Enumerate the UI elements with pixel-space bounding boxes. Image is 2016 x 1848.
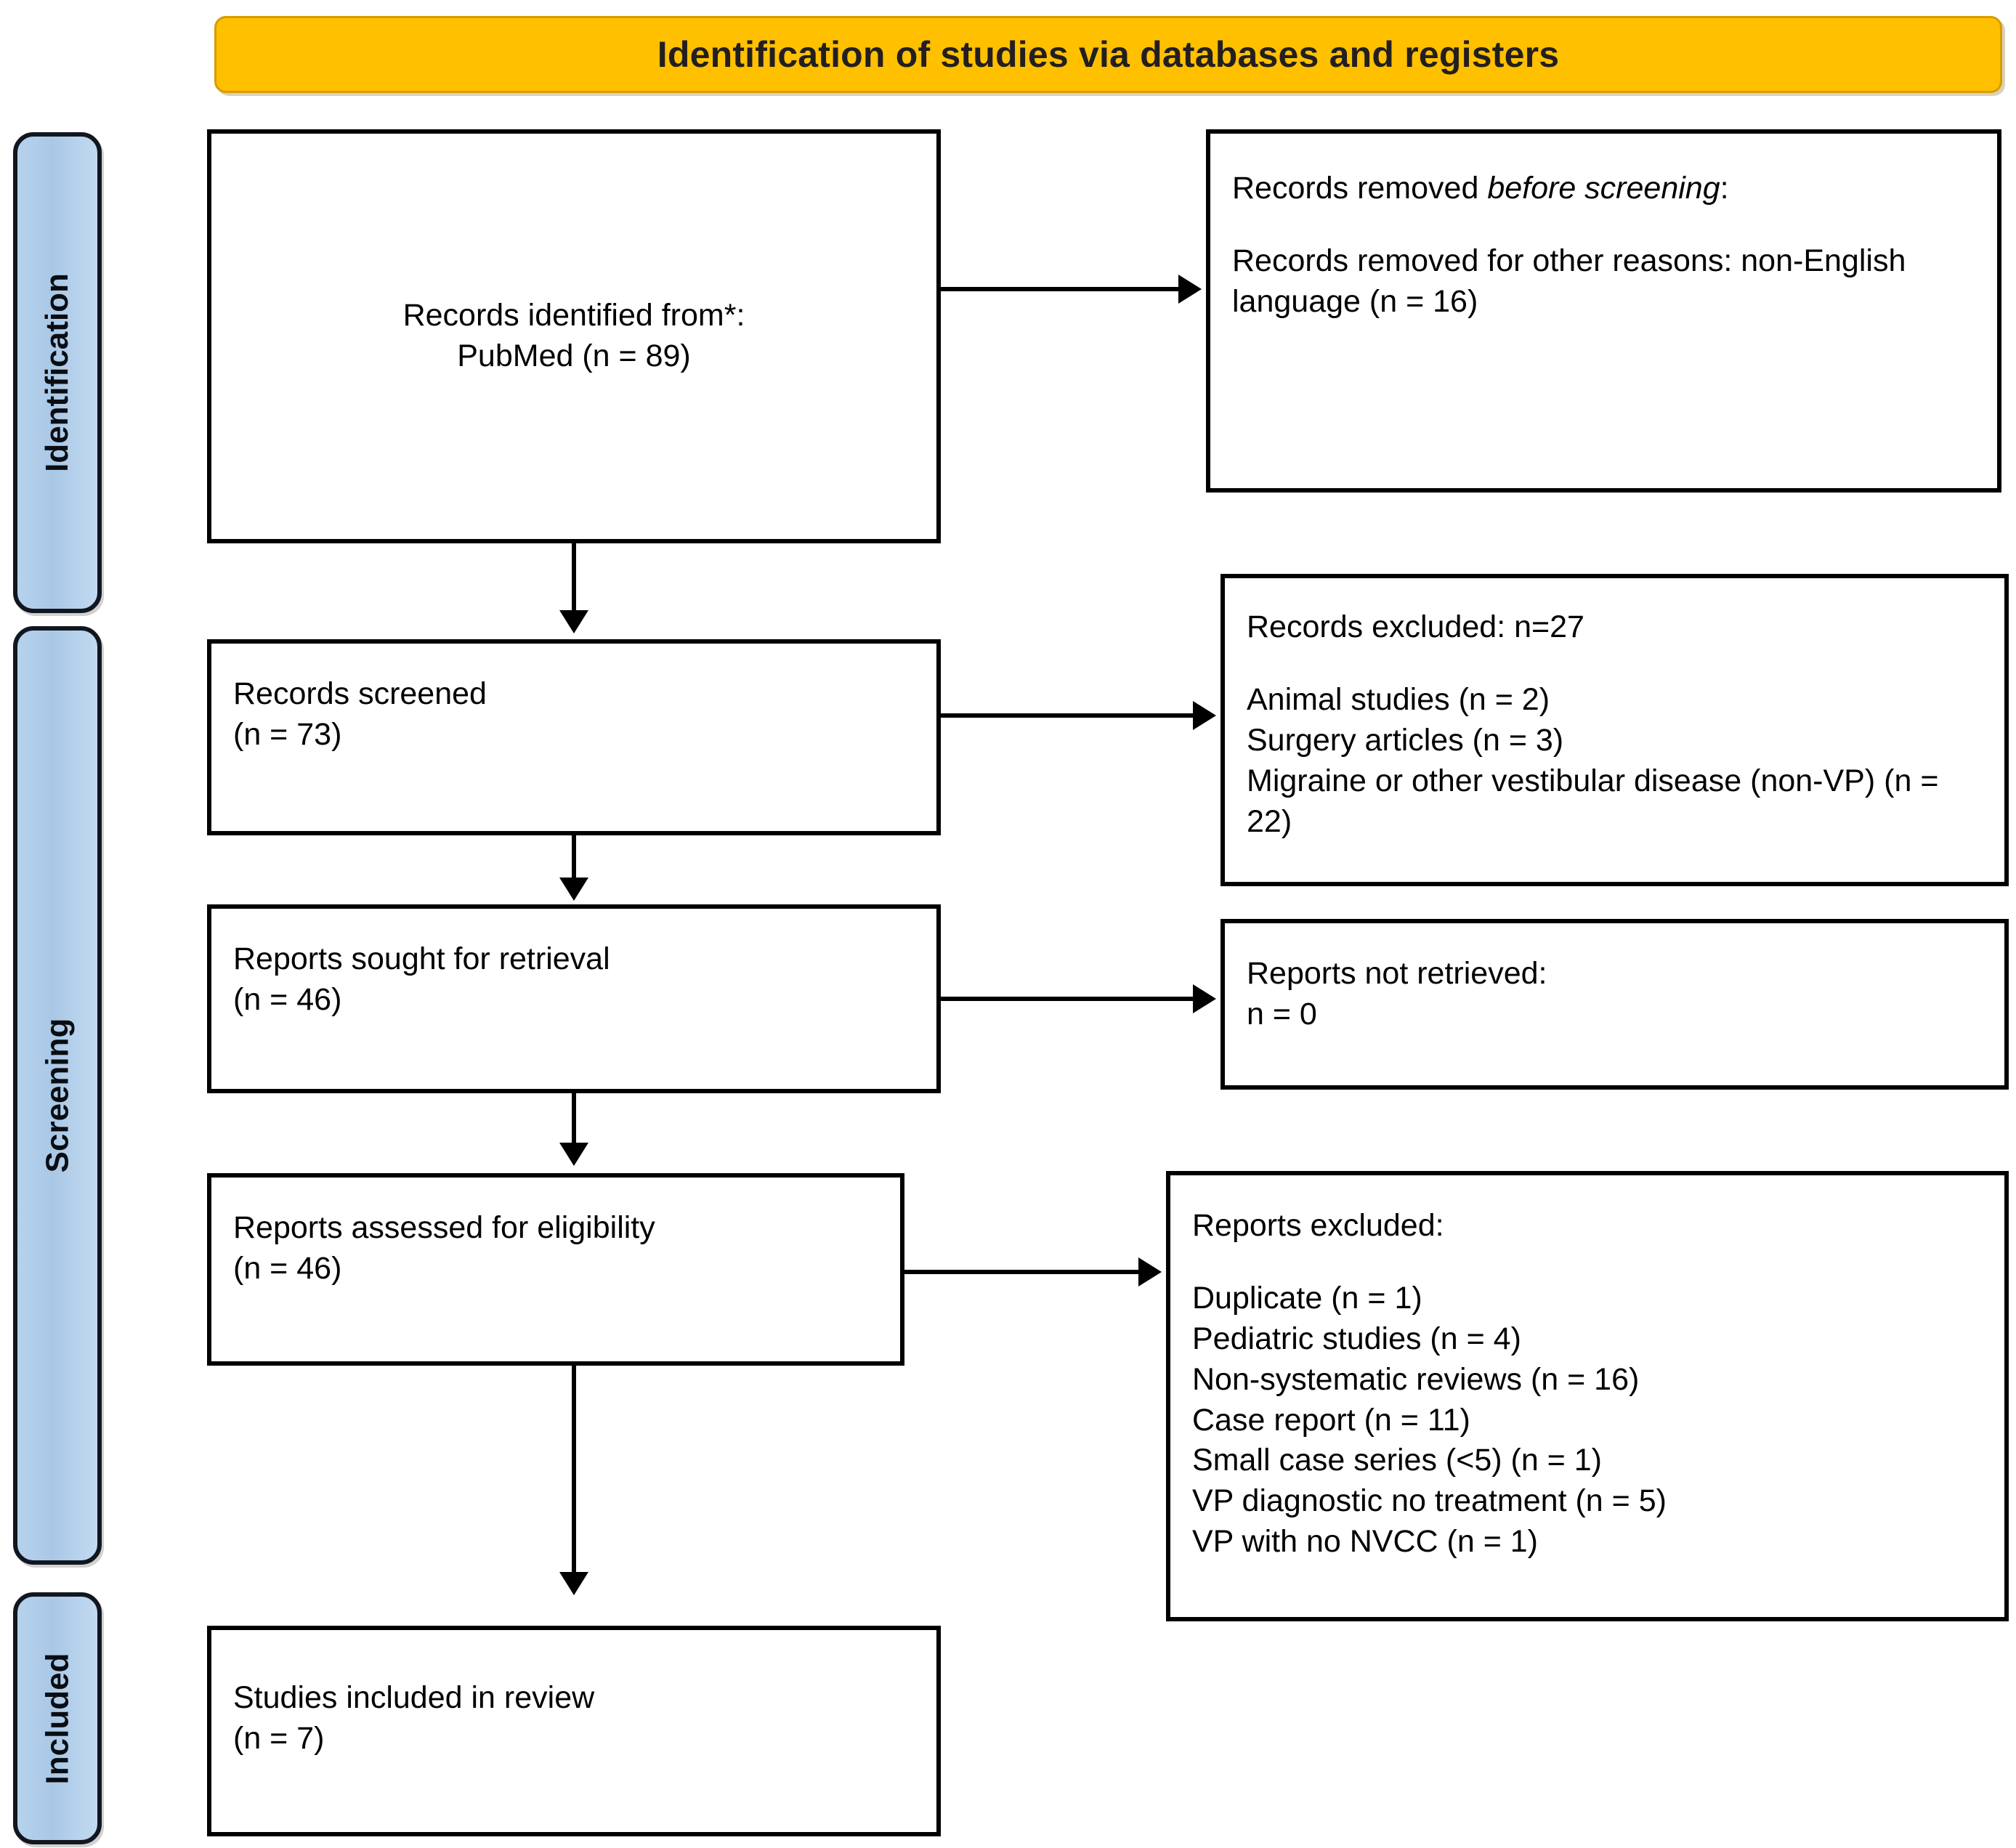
connector-assessed-to-excluded-line (904, 1270, 1141, 1274)
reports-excluded-heading: Reports excluded: (1192, 1208, 1444, 1243)
records-excluded-item: Animal studies (n = 2) (1247, 681, 1550, 717)
stage-label-identification: Identification (13, 132, 102, 613)
connector-sought-to-assessed-arrowhead (559, 1143, 588, 1166)
connector-identified-to-removed-line (941, 287, 1181, 291)
connector-sought-to-assessed-line (572, 1093, 576, 1146)
reports-assessed-line1: Reports assessed for eligibility (233, 1210, 655, 1245)
stage-label-identification-text: Identification (39, 273, 75, 472)
node-records-removed-before-screening-text: Records removed before screening: Record… (1232, 169, 1975, 323)
node-records-excluded-text: Records excluded: n=27 Animal studies (n… (1247, 607, 1983, 842)
connector-identified-to-screened-line (572, 543, 576, 615)
stage-label-included-text: Included (39, 1653, 75, 1784)
stage-label-screening-text: Screening (39, 1018, 75, 1173)
connector-identified-to-screened-arrowhead (559, 610, 588, 633)
reports-sought-line2: (n = 46) (233, 981, 342, 1017)
reports-excluded-item: Small case series (<5) (n = 1) (1192, 1443, 1602, 1478)
reports-sought-line1: Reports sought for retrieval (233, 941, 610, 976)
reports-excluded-item: Non-systematic reviews (n = 16) (1192, 1361, 1640, 1397)
node-records-screened: Records screened (n = 73) (207, 639, 941, 835)
reports-excluded-item: Case report (n = 11) (1192, 1402, 1470, 1438)
records-excluded-heading: Records excluded: n=27 (1247, 609, 1584, 644)
node-reports-not-retrieved: Reports not retrieved: n = 0 (1220, 919, 2009, 1090)
records-identified-line2: PubMed (n = 89) (457, 339, 691, 373)
node-records-screened-text: Records screened (n = 73) (233, 674, 915, 755)
diagram-header-banner: Identification of studies via databases … (214, 16, 2002, 93)
stage-label-screening: Screening (13, 626, 102, 1565)
node-records-removed-before-screening: Records removed before screening: Record… (1206, 129, 2001, 493)
reports-excluded-item: VP with no NVCC (n = 1) (1192, 1524, 1538, 1560)
spacer (1247, 648, 1983, 680)
records-removed-heading-plain: Records removed (1232, 171, 1488, 206)
reports-excluded-item: Pediatric studies (n = 4) (1192, 1321, 1521, 1356)
records-removed-heading: Records removed before screening: (1232, 169, 1975, 209)
node-studies-included-in-review: Studies included in review (n = 7) (207, 1626, 941, 1836)
node-records-identified: Records identified from*: PubMed (n = 89… (207, 129, 941, 543)
node-reports-sought-text: Reports sought for retrieval (n = 46) (233, 939, 915, 1021)
node-reports-assessed-text: Reports assessed for eligibility (n = 46… (233, 1208, 878, 1289)
node-records-identified-text: Records identified from*: PubMed (n = 89… (233, 296, 915, 377)
diagram-title: Identification of studies via databases … (657, 34, 1560, 75)
records-identified-line1: Records identified from*: (402, 298, 745, 333)
reports-excluded-item: VP diagnostic no treatment (n = 5) (1192, 1483, 1667, 1519)
spacer (1232, 209, 1975, 241)
node-reports-sought-for-retrieval: Reports sought for retrieval (n = 46) (207, 904, 941, 1093)
node-reports-not-retrieved-text: Reports not retrieved: n = 0 (1247, 954, 1983, 1035)
connector-assessed-to-included-line (572, 1366, 576, 1575)
node-records-excluded: Records excluded: n=27 Animal studies (n… (1220, 574, 2009, 886)
connector-sought-to-not-retrieved-arrowhead (1193, 984, 1216, 1013)
studies-included-line2: (n = 7) (233, 1720, 325, 1756)
node-reports-excluded: Reports excluded: Duplicate (n = 1) Pedi… (1166, 1171, 2009, 1621)
connector-screened-to-excluded-line (941, 713, 1195, 718)
node-reports-excluded-text: Reports excluded: Duplicate (n = 1) Pedi… (1192, 1206, 1983, 1563)
records-removed-heading-italic: before screening (1487, 171, 1720, 206)
connector-sought-to-not-retrieved-line (941, 997, 1195, 1001)
reports-not-retrieved-line1: Reports not retrieved: (1247, 956, 1547, 991)
records-screened-line2: (n = 73) (233, 716, 342, 752)
node-reports-assessed-for-eligibility: Reports assessed for eligibility (n = 46… (207, 1173, 904, 1366)
studies-included-line1: Studies included in review (233, 1680, 595, 1715)
connector-screened-to-sought-arrowhead (559, 878, 588, 901)
connector-assessed-to-included-arrowhead (559, 1572, 588, 1595)
reports-assessed-line2: (n = 46) (233, 1250, 342, 1286)
connector-screened-to-sought-line (572, 835, 576, 880)
records-screened-line1: Records screened (233, 676, 487, 711)
connector-assessed-to-excluded-arrowhead (1138, 1257, 1162, 1286)
connector-screened-to-excluded-arrowhead (1193, 701, 1216, 730)
spacer (1192, 1247, 1983, 1278)
reports-excluded-item: Duplicate (n = 1) (1192, 1280, 1422, 1316)
records-removed-body: Records removed for other reasons: non-E… (1232, 243, 1906, 319)
connector-identified-to-removed-arrowhead (1178, 275, 1202, 304)
records-excluded-item: Migraine or other vestibular disease (no… (1247, 763, 1939, 839)
node-studies-included-text: Studies included in review (n = 7) (233, 1678, 915, 1759)
reports-not-retrieved-line2: n = 0 (1247, 996, 1317, 1032)
records-removed-heading-colon: : (1720, 171, 1729, 206)
stage-label-included: Included (13, 1592, 102, 1844)
records-excluded-item: Surgery articles (n = 3) (1247, 722, 1564, 758)
